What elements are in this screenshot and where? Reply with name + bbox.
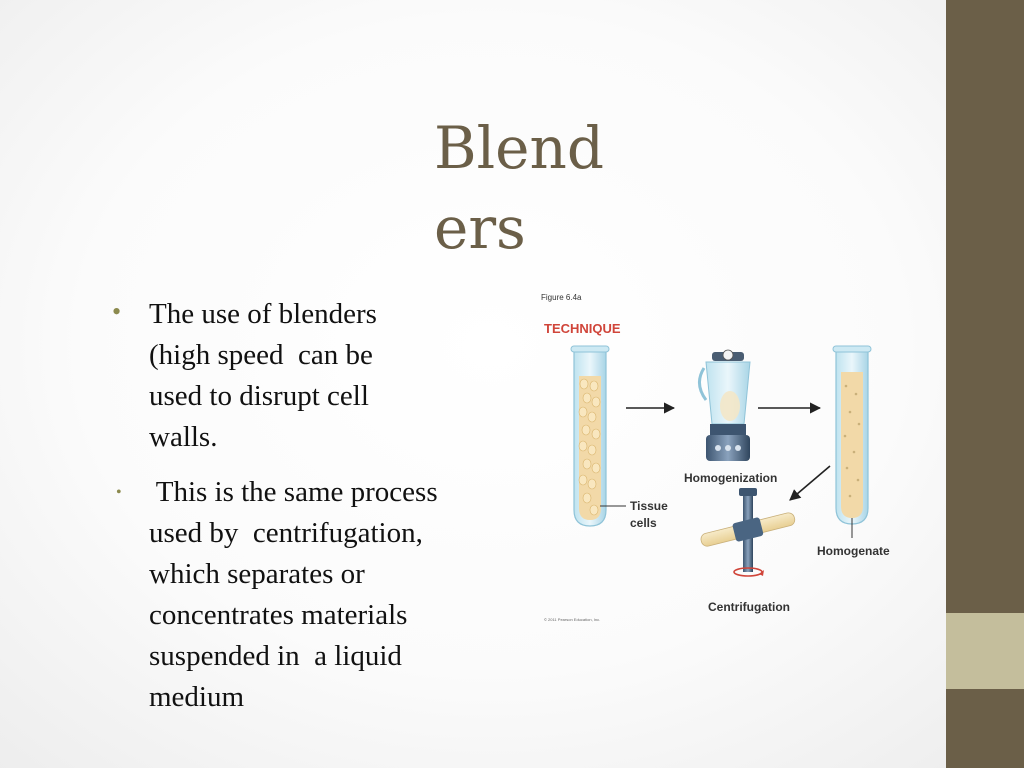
bullet-line: used to disrupt cell bbox=[149, 380, 369, 412]
copyright-text: © 2011 Pearson Education, Inc. bbox=[544, 617, 600, 622]
tissue-cells-label: Tissue bbox=[630, 499, 668, 513]
slide-title: Blend ers bbox=[434, 108, 614, 268]
sidebar-decoration bbox=[946, 0, 1024, 768]
sidebar-accent-block bbox=[946, 613, 1024, 689]
bullet-line: (high speed can be bbox=[149, 339, 373, 371]
bullet-item: • The use of blenders (high speed can be… bbox=[112, 294, 492, 458]
homogenate-label: Homogenate bbox=[817, 544, 890, 558]
homogenization-label: Homogenization bbox=[684, 471, 777, 485]
bullet-line: This is the same process bbox=[149, 476, 438, 508]
bullet-line: medium bbox=[149, 681, 245, 713]
technique-figure: Figure 6.4a TECHNIQUE Tissue cells bbox=[534, 284, 914, 630]
technique-diagram: Figure 6.4a TECHNIQUE Tissue cells bbox=[541, 293, 890, 622]
bullet-list: • The use of blenders (high speed can be… bbox=[112, 294, 492, 732]
bullet-line: which separates or bbox=[149, 558, 365, 590]
title-line: ers bbox=[434, 194, 526, 262]
bullet-icon: • bbox=[112, 297, 122, 326]
centrifuge-icon bbox=[700, 488, 796, 577]
bullet-icon: • bbox=[116, 484, 122, 501]
tissue-cells-label: cells bbox=[630, 516, 657, 530]
bullet-line: The use of blenders bbox=[149, 298, 377, 330]
arrow-diagonal-icon bbox=[789, 465, 831, 501]
test-tube-icon bbox=[832, 345, 872, 538]
bullet-line: suspended in a liquid bbox=[149, 640, 402, 672]
test-tube-icon bbox=[570, 345, 626, 527]
centrifugation-label: Centrifugation bbox=[708, 600, 790, 614]
bullet-line: used by centrifugation, bbox=[149, 517, 423, 549]
technique-heading: TECHNIQUE bbox=[544, 321, 621, 336]
title-line: Blend bbox=[434, 114, 604, 182]
blender-icon bbox=[698, 349, 751, 461]
figure-label: Figure 6.4a bbox=[541, 293, 582, 302]
bullet-item: • This is the same process used by centr… bbox=[112, 472, 492, 718]
bullet-line: concentrates materials bbox=[149, 599, 408, 631]
bullet-line: walls. bbox=[149, 421, 218, 453]
